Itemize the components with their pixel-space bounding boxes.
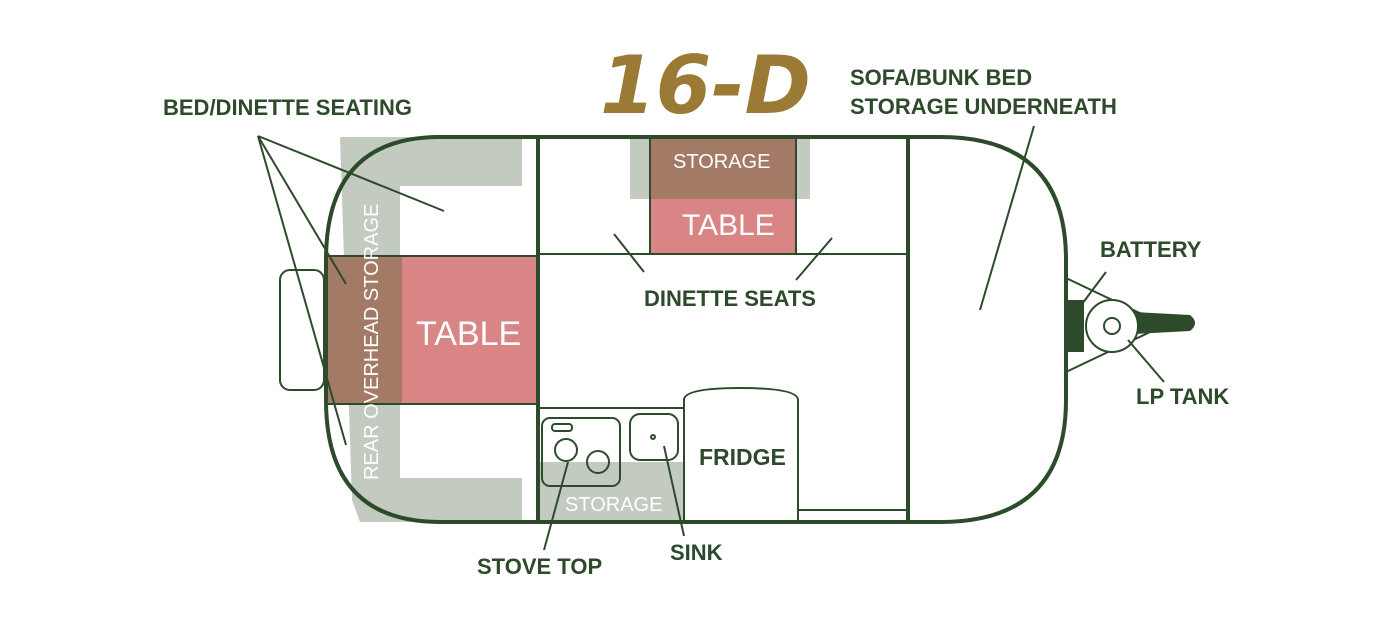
- sink-drain-icon: [650, 434, 656, 440]
- burner-icon-1: [554, 438, 578, 462]
- bed-dinette-seating-label: BED/DINETTE SEATING: [163, 95, 412, 120]
- fridge-outline: [683, 386, 799, 522]
- rear-bumper: [279, 269, 325, 391]
- stove-top-label: STOVE TOP: [477, 554, 602, 579]
- leader-lp: [1127, 339, 1165, 383]
- top-table-border: [649, 136, 797, 255]
- bottom-storage-grey: [538, 462, 684, 522]
- sink-outline: [629, 413, 679, 461]
- sofa-label-line2: STORAGE UNDERNEATH: [850, 94, 1117, 119]
- stove-outline: [541, 417, 621, 487]
- leader-bed-1: [257, 135, 445, 212]
- leader-sink: [663, 445, 685, 537]
- rear-table-border: [325, 255, 539, 405]
- fridge-label: FRIDGE: [699, 444, 786, 470]
- rear-table: [402, 256, 538, 404]
- leader-bed-3: [257, 135, 347, 446]
- leader-sofa: [979, 125, 1035, 311]
- rear-storage-box: [326, 256, 402, 404]
- sink-label: SINK: [670, 540, 723, 565]
- table-top-label: TABLE: [682, 209, 775, 242]
- leader-stove: [543, 461, 569, 551]
- trailer-body-outline: [324, 135, 1068, 524]
- rear-overhead-storage-label: REAR OVERHEAD STORAGE: [361, 204, 383, 480]
- dinette-seats-label: DINETTE SEATS: [644, 286, 816, 311]
- leader-bed-2: [257, 135, 347, 285]
- leader-dinette-2: [795, 237, 833, 281]
- battery-label: BATTERY: [1100, 237, 1202, 262]
- stove-knob-icon: [551, 423, 573, 432]
- rear-overhead-storage-area: [340, 137, 522, 522]
- leader-battery: [1081, 271, 1107, 305]
- storage-top-label: STORAGE: [673, 151, 770, 173]
- sofa-label-line1: SOFA/BUNK BED: [850, 65, 1032, 90]
- table-rear-label: TABLE: [416, 315, 521, 353]
- storage-corner-fill: [360, 137, 400, 186]
- top-table: [650, 199, 796, 254]
- leader-dinette-1: [613, 233, 645, 273]
- lp-tank-icon: [1085, 299, 1139, 353]
- storage-bottom-label: STORAGE: [565, 494, 662, 516]
- floorplan-title: 16-D: [600, 39, 811, 132]
- top-storage-box: [650, 137, 796, 199]
- lp-valve-icon: [1103, 317, 1121, 335]
- battery-icon: [1066, 300, 1084, 352]
- lp-tank-label: LP TANK: [1136, 384, 1229, 409]
- burner-icon-2: [586, 450, 610, 474]
